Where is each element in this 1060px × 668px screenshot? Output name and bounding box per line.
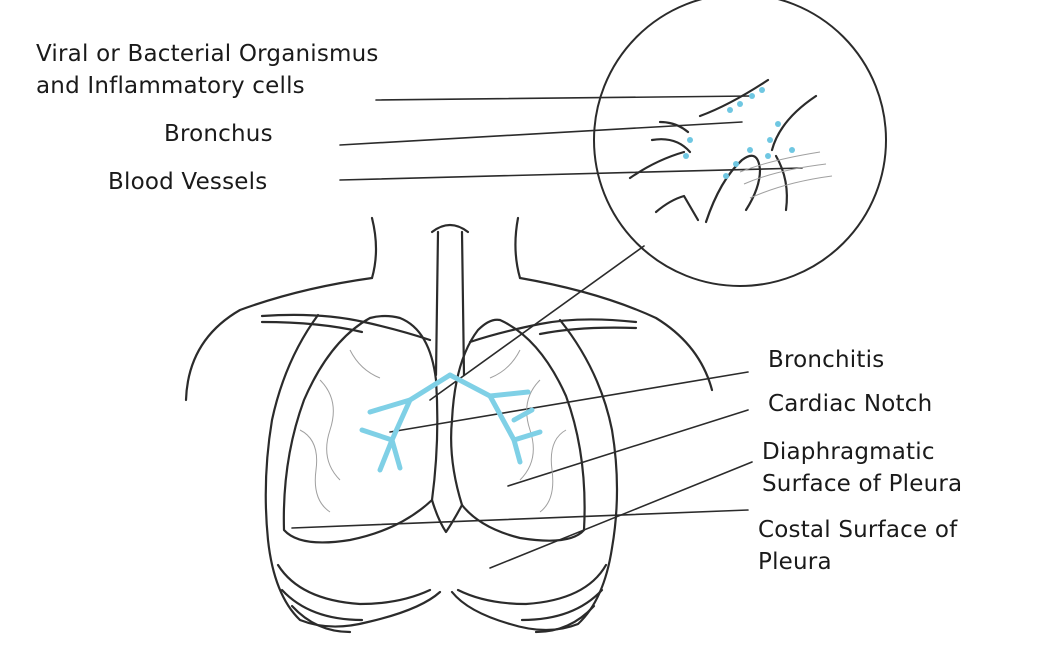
label-bronchus: Bronchus [164,121,273,147]
inflammatory-cells [683,87,795,179]
lower-rib-right-1 [456,563,608,606]
clavicle-left-lower [260,320,364,334]
larynx [430,223,470,234]
ribcage-left [264,313,442,628]
leader-bronchus [339,121,743,146]
label-organisms: Viral or Bacterial Organismus and Inflam… [36,38,379,102]
label-costal: Costal Surface of Pleura [758,514,957,578]
label-diaphragmatic-line2: Surface of Pleura [762,471,963,497]
clavicle-right-lower [538,326,638,336]
trachea-right-wall [460,230,466,377]
right-lung-outline [450,318,586,542]
label-organisms-line2: and Inflammatory cells [36,73,305,99]
lower-rib-left-2 [280,588,364,622]
label-costal-line2: Pleura [758,549,832,575]
lower-rib-right-3 [534,604,596,634]
leader-bronchitis [389,371,749,433]
torso-outline-left [184,276,374,402]
leader-blood-vessels [339,167,803,181]
neck-outline-left [370,216,378,280]
neck-outline-right [514,216,522,280]
bronchial-tree [359,372,543,473]
cardiac-notch-outline [430,498,464,534]
magnifier-circle [593,0,887,287]
label-diaphragmatic-line1: Diaphragmatic [762,439,935,465]
label-diaphragmatic: Diaphragmatic Surface of Pleura [762,436,962,500]
label-bronchitis: Bronchitis [768,347,885,373]
trachea-left-wall [434,230,440,377]
magnified-branch-4 [654,194,700,222]
lung-vessel-texture [299,151,833,513]
left-lung-outline [282,314,439,544]
leader-organisms [375,95,753,101]
label-cardiac-notch: Cardiac Notch [768,391,933,417]
magnified-bronchus-wall-4 [628,150,686,180]
label-blood-vessels: Blood Vessels [108,169,268,195]
magnified-bronchus-wall-1 [698,78,770,118]
leader-cardiac-notch [507,409,749,487]
magnified-bronchus-wall-3 [650,138,692,154]
label-costal-line1: Costal Surface of [758,517,958,543]
magnified-bronchus-wall-2 [658,120,690,134]
lower-rib-left-1 [276,563,432,606]
magnified-branch-1 [704,154,762,224]
ribcage-right [450,318,619,632]
lower-rib-left-3 [290,604,352,634]
magnified-branch-2 [770,94,818,152]
leader-magnifier [429,245,645,401]
clavicle-left [260,313,432,342]
label-organisms-line1: Viral or Bacterial Organismus [36,41,379,67]
clavicle-right [468,318,638,344]
lower-rib-right-2 [520,588,604,622]
leader-costal [291,509,749,529]
magnified-branch-3 [774,154,788,212]
torso-outline-right [518,276,714,392]
